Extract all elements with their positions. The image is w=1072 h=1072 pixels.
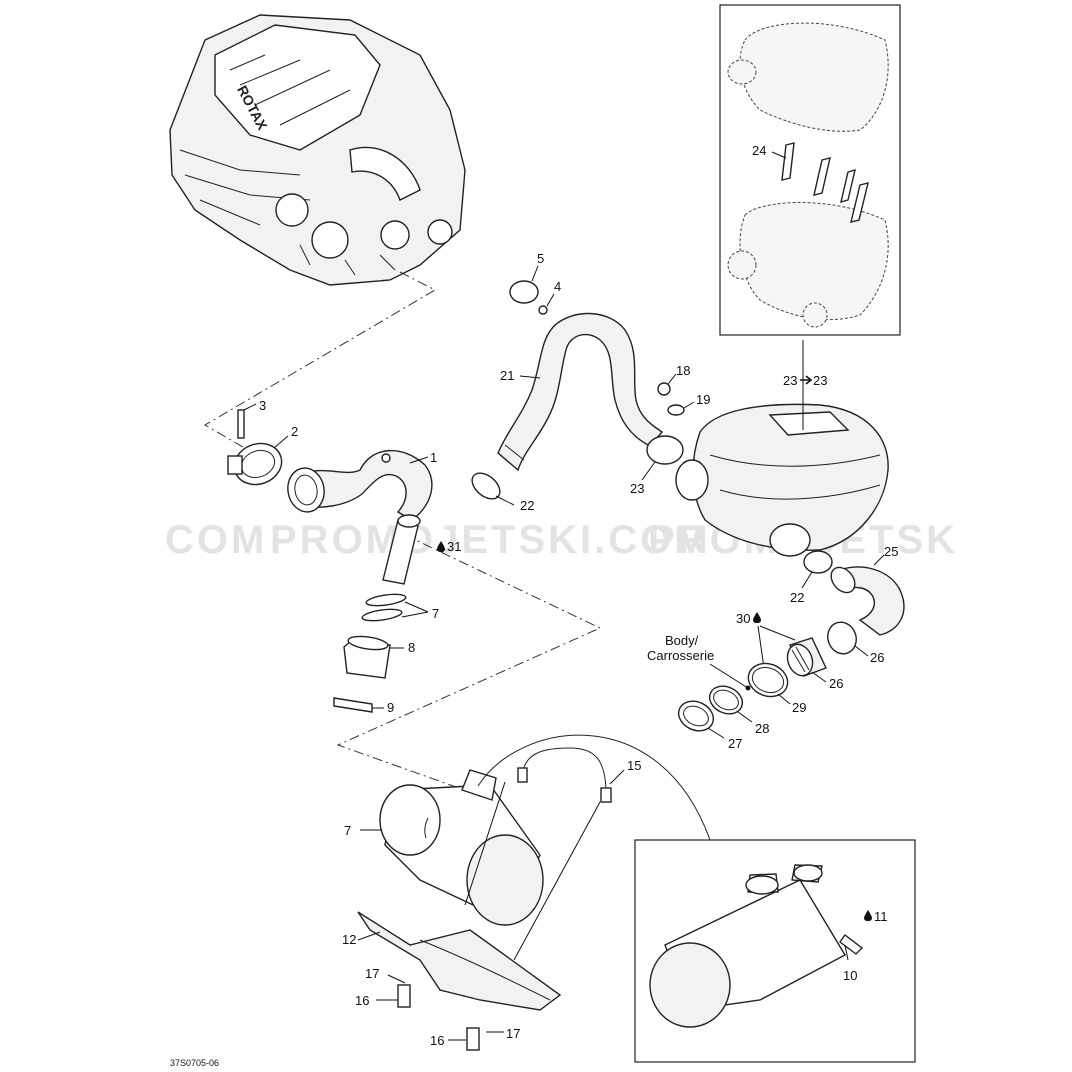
inset-box-foam: 24 [719,4,901,336]
hose-part-20: 21 [497,312,664,472]
callout-25: 26 [870,650,884,665]
callout-23: 23 [813,373,827,388]
callout-2: 2 [291,424,298,439]
oring-part-5: 5 [509,251,544,304]
callout-21-right: 22 [790,590,804,605]
sleeve-part-8: 8 [343,635,415,679]
callout-4: 4 [554,279,561,294]
ring-part-28: 28 [708,685,769,736]
callout-21-middle: 23 [630,481,644,496]
callout-12: 12 [342,932,356,947]
inset-box-muffler: 10 11 [634,839,916,1063]
drop-icon [437,541,445,552]
wire-part-15: 15 [464,747,641,961]
connector-lines [204,271,602,793]
callout-17-upper: 17 [365,966,379,981]
callout-16-upper: 16 [355,993,369,1008]
drop-icon [753,612,761,623]
clamp-part-25: 26 [827,621,884,665]
clamp-part-21-middle: 23 [630,435,684,496]
elbow-part-24: 25 [830,544,905,636]
callout-18: 18 [676,363,690,378]
engine-illustration: ROTAX [169,14,466,286]
callout-22-to-23: 23 23 [783,373,827,388]
callout-6: 7 [432,606,439,621]
clamp-part-21-left: 22 [471,472,534,513]
callout-20: 21 [500,368,514,383]
watermark-left: COM [165,518,267,562]
body-note: Body/ Carrosserie [647,633,751,691]
callout-9: 9 [387,700,394,715]
callout-17-lower: 17 [506,1026,520,1041]
fitting-part-9: 9 [333,697,394,715]
callout-31: 31 [447,539,461,554]
callout-21-left: 22 [520,498,534,513]
callout-10: 10 [843,968,857,983]
fitting-part-4: 4 [538,279,561,315]
callout-28: 28 [755,721,769,736]
callout-11: 11 [874,909,888,924]
ring-part-27: 27 [677,700,742,751]
clamp-part-2: 2 [227,424,298,486]
body-label-line2: Carrosserie [647,648,714,663]
heat-shield-part-12: 12 [342,911,562,1011]
callout-23-inset: 24 [752,143,766,158]
fitting-part-26: 26 [786,637,843,691]
oring-part-29: 29 [747,662,806,715]
drawing-code: 37S0705-06 [170,1058,219,1068]
watermark-center: PROMOJETSKI.COM [270,518,711,562]
clip-part-16-upper: 17 16 [355,966,411,1008]
callout-16-lower: 16 [430,1033,444,1048]
body-label-line1: Body/ [665,633,699,648]
callout-8: 8 [408,640,415,655]
callout-15: 15 [627,758,641,773]
sleeve-part-31: 31 [382,514,461,585]
arrow-right-icon [800,375,813,385]
callout-30: 30 [736,611,750,626]
callout-26: 26 [829,676,843,691]
callout-24: 25 [884,544,898,559]
plug-part-18: 18 [657,363,690,396]
drop-icon [864,910,872,921]
exhaust-pipe-part-1: 1 [287,449,437,521]
watermark-layer: COM PROMOJETSKI.COM PROMOJETSK [165,518,955,562]
washer-part-19: 19 [667,392,710,416]
rings-part-6: 7 [361,593,439,622]
sealant-part-30: 30 [736,611,796,669]
callout-27: 27 [728,736,742,751]
clip-part-16-lower: 17 16 [430,1026,520,1051]
callout-22: 23 [783,373,797,388]
callout-7: 7 [344,823,351,838]
callout-3: 3 [259,398,266,413]
callout-19: 19 [696,392,710,407]
callout-1: 1 [430,450,437,465]
callout-29: 29 [792,700,806,715]
resonator-tank [675,340,889,557]
clamp-part-21-right: 22 [790,550,833,605]
callout-5: 5 [537,251,544,266]
muffler-part-7: 7 [344,769,544,926]
stud-part-3: 3 [237,398,266,439]
swoop-line [477,734,711,841]
